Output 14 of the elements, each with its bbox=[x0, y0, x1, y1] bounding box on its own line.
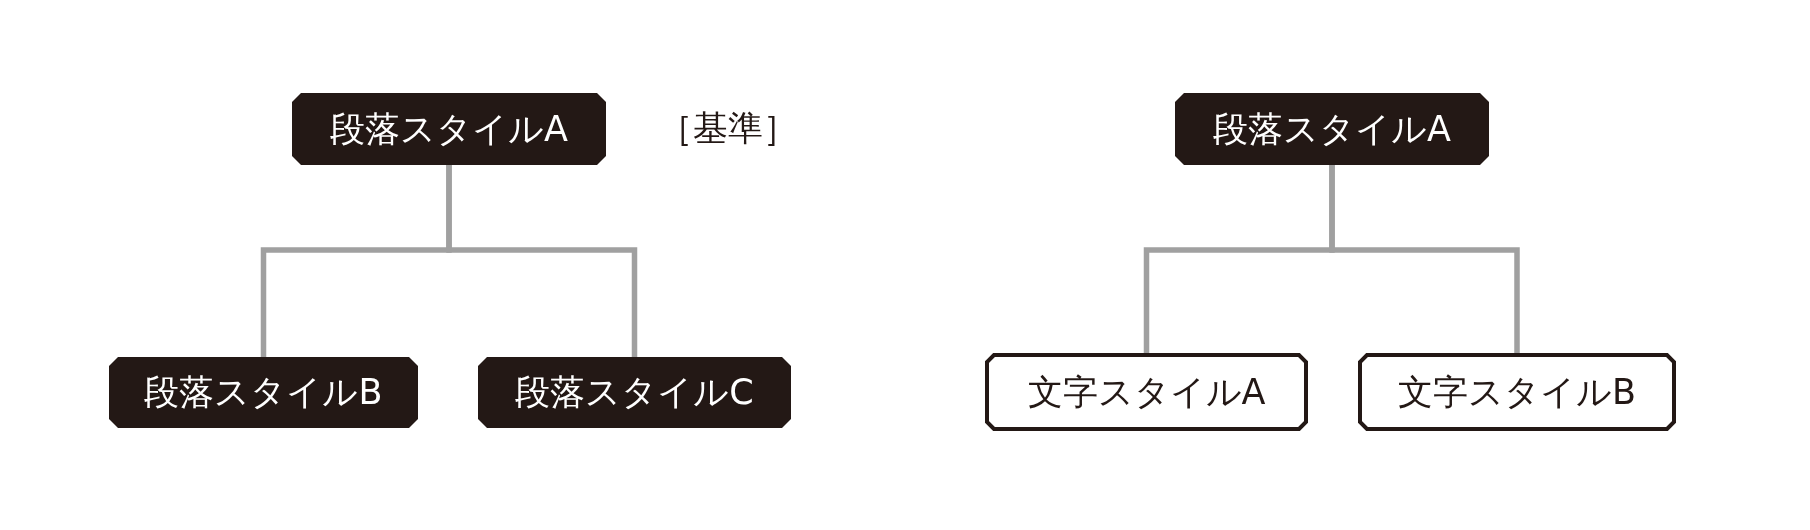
connector-line bbox=[446, 165, 638, 357]
node-label: 文字スタイルB bbox=[1398, 370, 1636, 414]
connector-line bbox=[1329, 165, 1520, 353]
side-note: ［基準］ bbox=[658, 107, 798, 150]
style-box bbox=[478, 357, 791, 428]
node-label: 段落スタイルC bbox=[515, 371, 754, 414]
node-label: 文字スタイルA bbox=[1027, 370, 1266, 414]
node-label: 段落スタイルB bbox=[144, 371, 383, 414]
style-box bbox=[985, 353, 1308, 431]
style-box bbox=[1358, 353, 1676, 431]
node-label: 段落スタイルA bbox=[330, 107, 568, 151]
style-box bbox=[1175, 93, 1489, 165]
style-box bbox=[109, 357, 418, 428]
node-label: 段落スタイルA bbox=[1213, 107, 1451, 151]
